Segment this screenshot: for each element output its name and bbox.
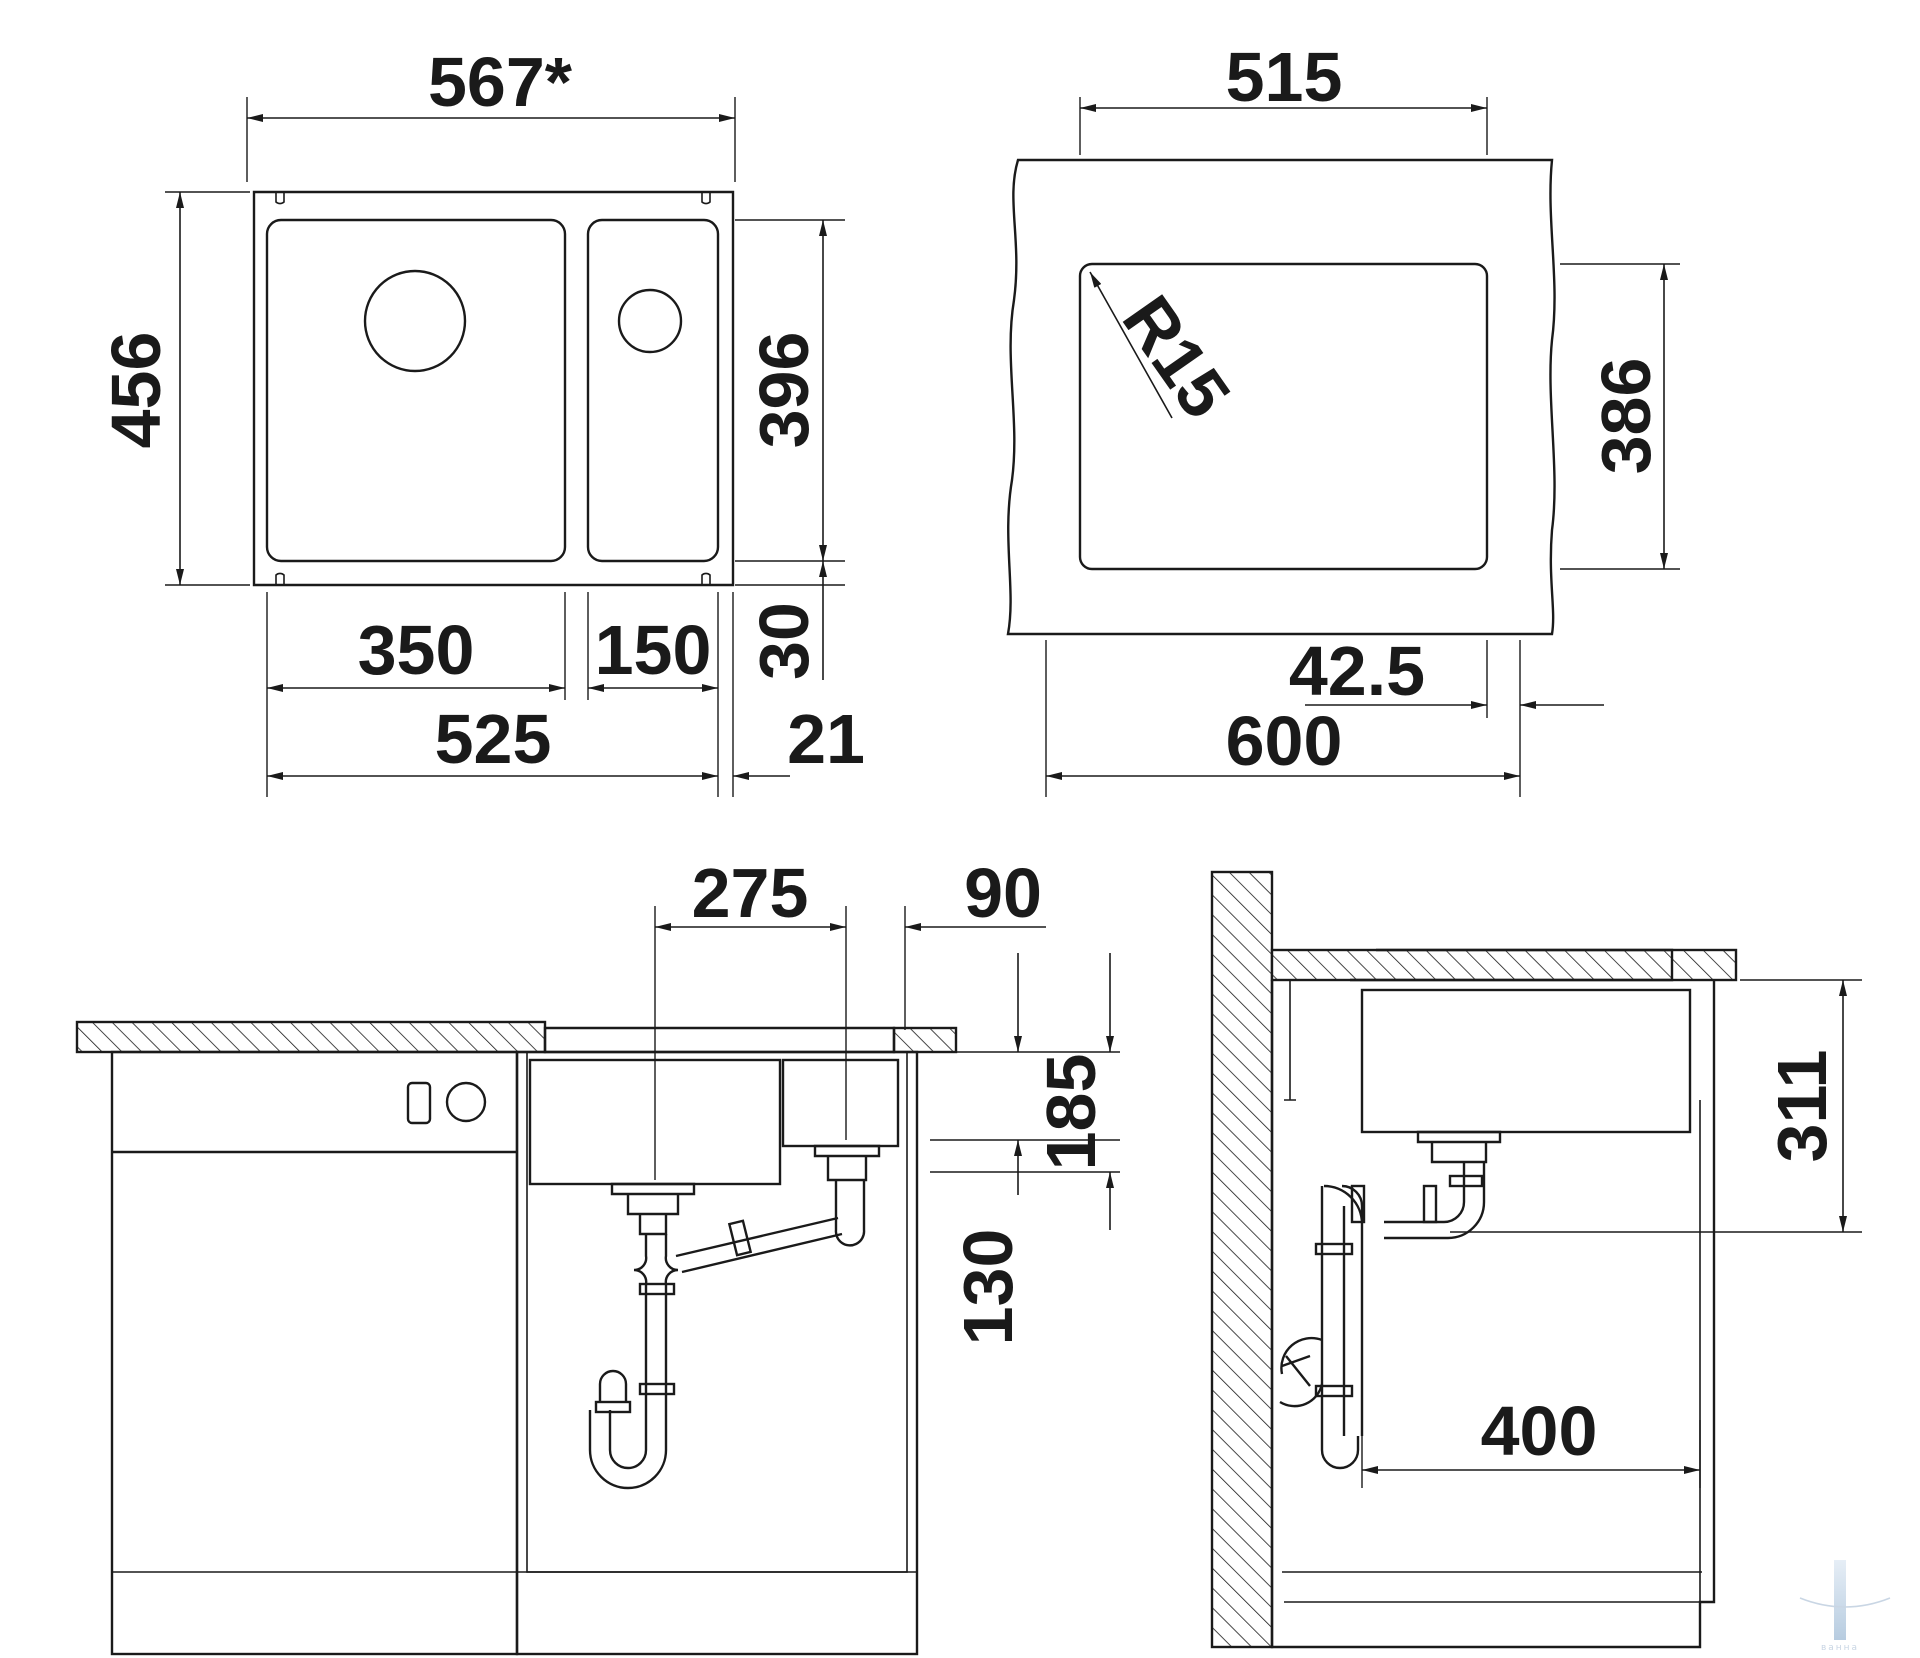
waste-nut-3 xyxy=(594,1400,632,1414)
side-trap-branch xyxy=(1279,1383,1324,1408)
side-vertical-pipe xyxy=(1320,1186,1346,1436)
dishwasher-cabinet xyxy=(110,1050,519,1656)
extension-lines-right xyxy=(1045,97,1680,797)
dishwasher-control-knob xyxy=(445,1081,487,1123)
dim-inner-width: 525 xyxy=(435,700,552,778)
waste-pipe-vertical xyxy=(633,1234,679,1400)
small-drain-fitting xyxy=(813,1144,881,1182)
dim-bowl-depth: 185 xyxy=(1032,1054,1110,1171)
side-nut-3 xyxy=(1350,1184,1366,1224)
sink-cutout xyxy=(1078,262,1489,571)
trap-u-bend xyxy=(588,1400,668,1490)
overflow-nut xyxy=(727,1219,753,1257)
main-bowl xyxy=(265,218,567,563)
front-elevation-view: 275 90 185 130 xyxy=(75,854,1120,1656)
side-nut-1 xyxy=(1314,1242,1354,1256)
main-bowl-drain xyxy=(363,269,467,373)
overflow-pipe xyxy=(675,1180,866,1274)
side-cabinet-inner xyxy=(1282,980,1702,1603)
dim-edge-offset: 21 xyxy=(787,700,865,778)
side-worktop xyxy=(1270,948,1738,982)
side-nut-4 xyxy=(1422,1184,1438,1224)
trap-cap xyxy=(598,1369,628,1402)
top-left-plan-view: 567* 456 396 30 350 150 525 21 xyxy=(97,43,865,797)
watermark-swoosh xyxy=(1799,1597,1891,1608)
dim-depth: 311 xyxy=(1763,1050,1841,1163)
waste-nut-2 xyxy=(638,1382,676,1396)
dim-drain-offset: 90 xyxy=(964,854,1042,932)
cabinet-top-outline xyxy=(1006,158,1556,636)
dim-drain-spacing: 275 xyxy=(692,854,809,932)
sink-rim-front xyxy=(543,1026,896,1054)
dim-overall-width: 567* xyxy=(428,43,573,121)
side-waste-pipe xyxy=(1323,1162,1486,1436)
dim-overall-height: 456 xyxy=(97,332,175,449)
sink-cabinet-inner xyxy=(526,1051,908,1573)
extension-lines-side xyxy=(1361,979,1862,1488)
dim-corner-radius: R15 xyxy=(1108,282,1246,432)
dim-main-bowl-width: 350 xyxy=(358,611,475,689)
dishwasher-control-box xyxy=(406,1081,432,1125)
extension-lines-front xyxy=(654,906,1120,1180)
small-bowl-drain xyxy=(617,288,683,354)
dim-cabinet-width: 600 xyxy=(1226,702,1343,780)
side-nut-2 xyxy=(1314,1384,1354,1398)
small-bowl-front xyxy=(781,1058,900,1148)
sink-outer-rim xyxy=(252,190,735,587)
top-right-cutout-view: R15 515 386 42.5 600 xyxy=(1006,38,1680,797)
dim-bowl-height: 396 xyxy=(745,332,823,449)
side-bowl xyxy=(1360,988,1692,1134)
dim-cutout-width: 515 xyxy=(1226,38,1343,116)
watermark-bar xyxy=(1834,1560,1846,1640)
wall-section xyxy=(1210,870,1274,1649)
side-elevation-view: 311 400 xyxy=(1210,870,1862,1649)
rim-notches xyxy=(275,192,711,585)
side-sink-rim xyxy=(1350,948,1674,982)
dim-drain-height: 130 xyxy=(949,1229,1027,1346)
dim-small-bowl-width: 150 xyxy=(595,611,712,689)
dim-cutout-height: 386 xyxy=(1587,358,1665,475)
waste-nut-1 xyxy=(638,1282,676,1296)
small-bowl xyxy=(586,218,720,563)
dim-wall-distance: 400 xyxy=(1481,1392,1598,1470)
main-drain-fitting xyxy=(610,1182,696,1236)
sink-cabinet xyxy=(515,1050,919,1656)
worktop-left xyxy=(75,1020,547,1054)
side-cabinet-outline xyxy=(1270,980,1716,1649)
side-trap xyxy=(1280,1336,1360,1470)
side-drain-fitting xyxy=(1416,1130,1502,1164)
radius-leader xyxy=(1089,271,1173,419)
dim-side-offset: 42.5 xyxy=(1289,632,1425,710)
dim-lower-offset: 30 xyxy=(745,602,823,680)
side-nut-5 xyxy=(1448,1174,1484,1188)
watermark: ванна xyxy=(1799,1560,1891,1653)
watermark-text: ванна xyxy=(1821,1643,1859,1653)
worktop-right xyxy=(892,1026,958,1054)
extension-lines-left xyxy=(165,97,845,797)
